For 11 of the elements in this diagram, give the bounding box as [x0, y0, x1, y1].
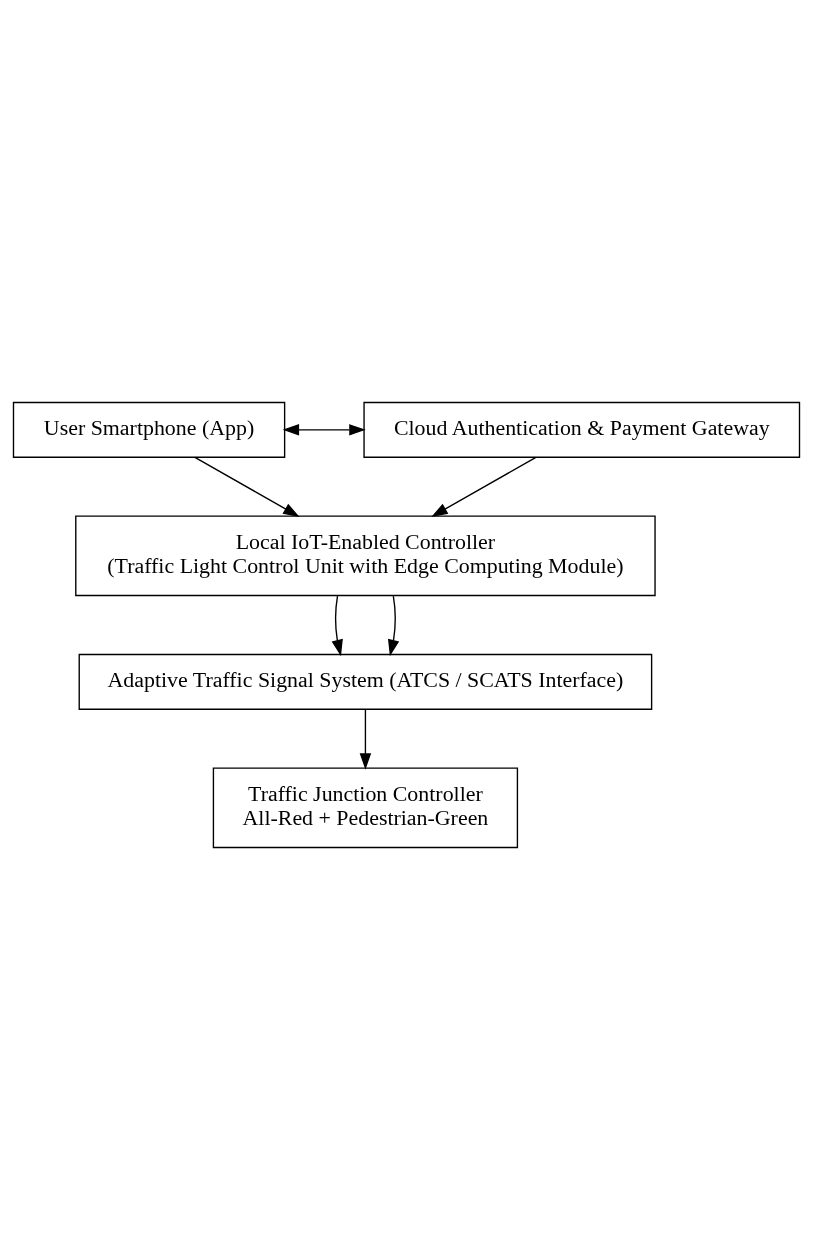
- arrow: [331, 595, 343, 657]
- arrow: [388, 595, 400, 657]
- arrow: [282, 424, 366, 436]
- node-box: Traffic Junction Controller All-Red + Pedestrian-Green: [212, 767, 519, 849]
- arrow: [194, 456, 300, 517]
- arrow: [431, 456, 537, 517]
- node-box: Local IoT-Enabled Controller (Traffic Light Control Unit with Edge Computing Module): [75, 515, 656, 597]
- node-box: Cloud Authentication & Payment Gateway: [363, 401, 801, 458]
- node-box: User Smartphone (App): [12, 401, 286, 458]
- arrow: [359, 708, 372, 770]
- node-box: Adaptive Traffic Signal System (ATCS / SCATS Interface): [78, 653, 653, 710]
